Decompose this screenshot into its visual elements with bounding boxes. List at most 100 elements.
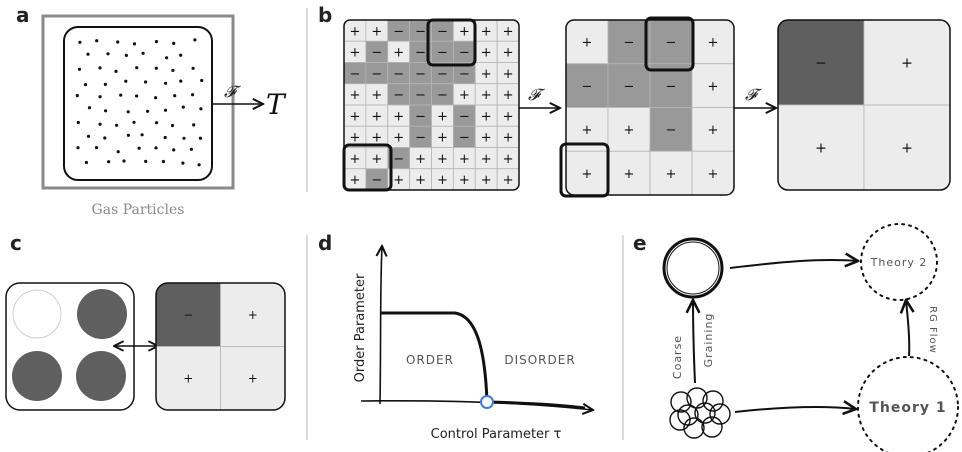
spin-grid-4x4: +−−+−−−+++−+++++ [565,19,735,196]
gas-particle [77,67,82,71]
gas-particle [95,39,99,43]
grid8-sign: + [503,24,514,39]
grid8-sign: + [349,131,360,146]
gas-particle [107,160,111,164]
cluster-particle [709,403,731,425]
grid8-sign: + [393,131,404,146]
grid8-sign: − [393,152,404,167]
grid4-sign: − [666,36,677,51]
panel-d: d Order Parameter Control Parameter τ OR… [318,231,593,442]
gridc-outline [155,282,286,411]
rg-flow-label: RG Flow [927,306,938,354]
gas-particle [126,133,130,137]
cluster-particle [702,390,724,412]
grid8-sign: − [415,131,426,146]
grid2-cell [863,104,950,190]
disorder-line [486,400,586,410]
gridc-cell [220,283,285,347]
grid8-sign: − [415,24,426,39]
grid8-cell [496,168,519,190]
grid2-cell [863,20,950,106]
gas-caption: Gas Particles [92,202,185,218]
grid8-sign: + [393,46,404,61]
gas-particle [141,51,145,55]
grid4-cell [691,150,734,195]
grid8-sign: + [371,109,382,124]
grid8-sign: − [393,67,404,82]
gas-particle [154,121,159,125]
grid8-sign: + [503,88,514,103]
cluster-particle [683,417,705,439]
gas-particle [189,147,193,151]
spin-grid-c: −+++ [155,282,286,411]
gas-particle [119,93,123,97]
grid4-cell [691,107,734,152]
grid4-cell [607,63,651,108]
gas-particle [172,148,176,152]
grid8-sign: − [393,88,404,103]
gridc-sign: + [248,308,258,322]
gas-container-inner [63,26,213,181]
grid4-sign: + [624,123,635,138]
gas-particle [124,79,128,83]
gas-particle [87,106,92,110]
grid4-sign: − [582,79,593,94]
gas-particle [170,123,175,128]
grid8-sign: − [459,109,470,124]
grid8-sign: + [349,88,360,103]
grid8-sign: + [481,152,492,167]
particle-cluster [669,387,731,439]
gridc-sign: + [183,372,193,386]
grid8-sign: + [393,173,404,188]
coarse-circle [662,237,724,299]
gas-particle [86,52,90,56]
grid2-outline [777,19,951,191]
gas-particle [137,146,141,150]
grid8-sign: + [481,67,492,82]
coarse-circle-inner [666,241,720,295]
gas-particle [171,68,175,72]
gas-particle [165,56,169,60]
circle-dark-2 [12,351,62,401]
grid8-sign: − [437,67,448,82]
highlight-block-bottom [342,143,393,192]
grid8-sign: − [415,67,426,82]
gas-particle [181,161,185,165]
gas-particle [124,53,128,58]
gas-particle [179,79,183,83]
gas-particle [86,134,91,138]
arrow-to-theory2 [729,260,858,269]
y-axis-label: Order Parameter [353,273,368,382]
gas-particle [181,105,185,109]
theory2-label: Theory 2 [870,256,928,269]
gridc-cell [156,346,221,410]
grid4-cell [649,20,693,65]
gas-particle [191,66,195,70]
grid2-sign: + [815,141,827,157]
grid8-sign: − [371,67,382,82]
gas-particle [144,80,148,84]
gas-particle [154,66,158,70]
cluster-particle [694,402,716,424]
gas-particle [193,38,197,42]
critical-point [480,395,494,409]
grid8-sign: + [481,24,492,39]
panel-e-label: e [633,231,647,255]
grid2-sign: + [901,56,913,72]
gas-particle [76,120,80,125]
gas-particle [164,81,168,85]
grid8-sign: + [349,109,360,124]
highlight-block-top [426,18,477,67]
grid2-sign: + [901,141,913,157]
panel-c: c −+++ [5,231,286,411]
grid8-sign: + [481,88,492,103]
cluster-particle [670,391,692,413]
arrow-to-theory1 [734,407,856,412]
region-disorder: DISORDER [504,353,575,367]
grid4-sign: − [624,79,635,94]
gas-particle [103,136,107,140]
gas-particle [140,133,144,137]
gas-particle [192,123,196,127]
y-axis [380,246,382,405]
grid8-sign: + [371,24,382,39]
